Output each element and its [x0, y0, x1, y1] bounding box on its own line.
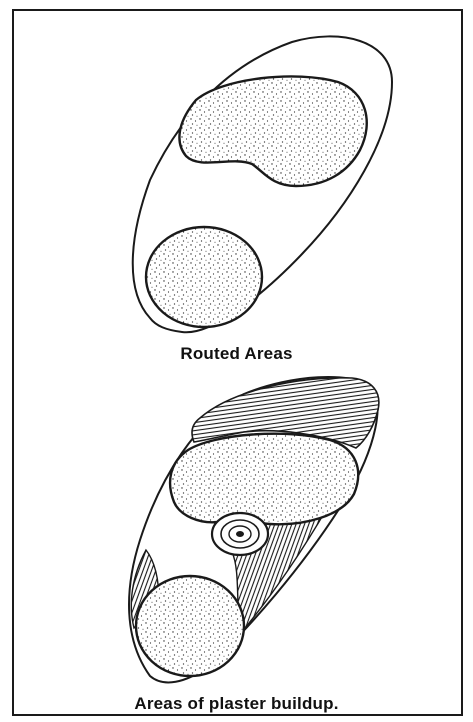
- plaster-buildup-knot: [212, 513, 268, 555]
- plaster-buildup-caption: Areas of plaster buildup.: [0, 694, 473, 714]
- routed-areas-caption: Routed Areas: [0, 344, 473, 364]
- bottom-routed-area-upper: [170, 434, 358, 525]
- bottom-routed-area-lower: [136, 576, 244, 676]
- top-routed-area-lower: [146, 227, 262, 327]
- plaster-buildup-drawing: [129, 377, 379, 682]
- routed-areas-drawing: [133, 36, 392, 332]
